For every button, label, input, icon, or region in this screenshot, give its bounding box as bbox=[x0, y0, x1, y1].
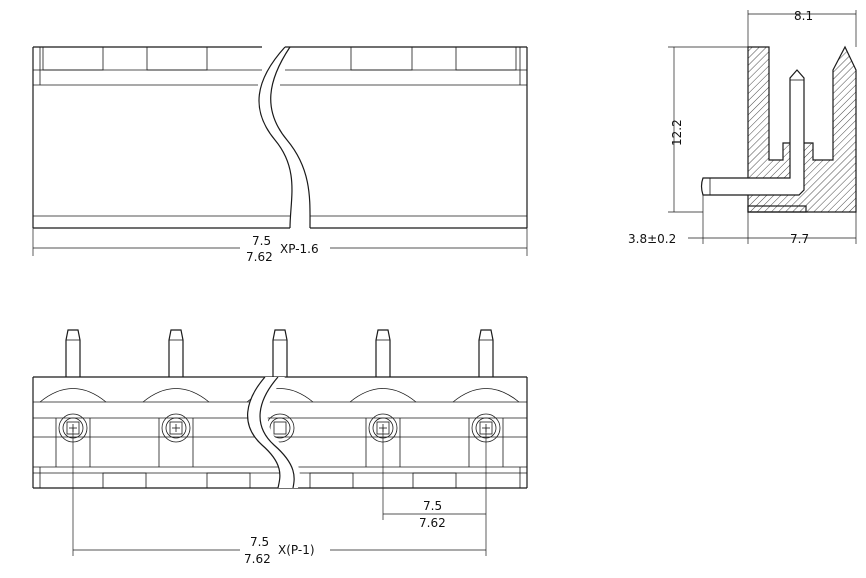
side-dim-height: 12.2 bbox=[668, 46, 748, 213]
side-dim-bottom: 3.8±0.2 7.7 bbox=[628, 195, 857, 246]
side-view-pin[interactable] bbox=[700, 69, 805, 196]
front-view-dimensions: 7.5 7.62 7.5 7.62 X(P-1) bbox=[72, 428, 487, 566]
side-dim-width-label: 8.1 bbox=[794, 9, 813, 23]
front-dim-pitch-bottom: 7.62 bbox=[244, 552, 271, 566]
front-dim-pitch-top: 7.5 bbox=[250, 535, 269, 549]
front-dim-unit-pitch-top: 7.5 bbox=[423, 499, 442, 513]
top-view-dimension: 7.5 7.62 XP-1.6 bbox=[32, 228, 528, 264]
side-view-base bbox=[747, 205, 807, 213]
side-dim-depth-label: 7.7 bbox=[790, 232, 809, 246]
front-dim-unit-pitch-bottom: 7.62 bbox=[419, 516, 446, 530]
front-view-pins[interactable] bbox=[65, 329, 494, 377]
front-view: 7.5 7.62 7.5 7.62 X(P-1) bbox=[32, 329, 528, 566]
side-dim-pin-length-label: 3.8±0.2 bbox=[628, 232, 676, 246]
top-view-body bbox=[32, 46, 528, 229]
side-view-body bbox=[747, 45, 857, 213]
top-view: 7.5 7.62 XP-1.6 bbox=[32, 46, 528, 264]
top-view-break-line bbox=[258, 46, 311, 229]
side-view: 8.1 12.2 3.8±0.2 7.7 bbox=[628, 9, 857, 246]
front-view-break-line bbox=[247, 376, 300, 489]
front-dim-pitch-suffix: X(P-1) bbox=[278, 543, 315, 557]
top-view-tabs bbox=[42, 46, 517, 71]
top-dim-pitch-bottom: 7.62 bbox=[246, 250, 273, 264]
screw-terminal[interactable] bbox=[161, 413, 191, 443]
side-dim-height-label: 12.2 bbox=[670, 119, 684, 146]
top-dim-pitch-top: 7.5 bbox=[252, 234, 271, 248]
top-dim-pitch-suffix: XP-1.6 bbox=[280, 242, 319, 256]
side-dim-width: 8.1 bbox=[747, 9, 857, 47]
